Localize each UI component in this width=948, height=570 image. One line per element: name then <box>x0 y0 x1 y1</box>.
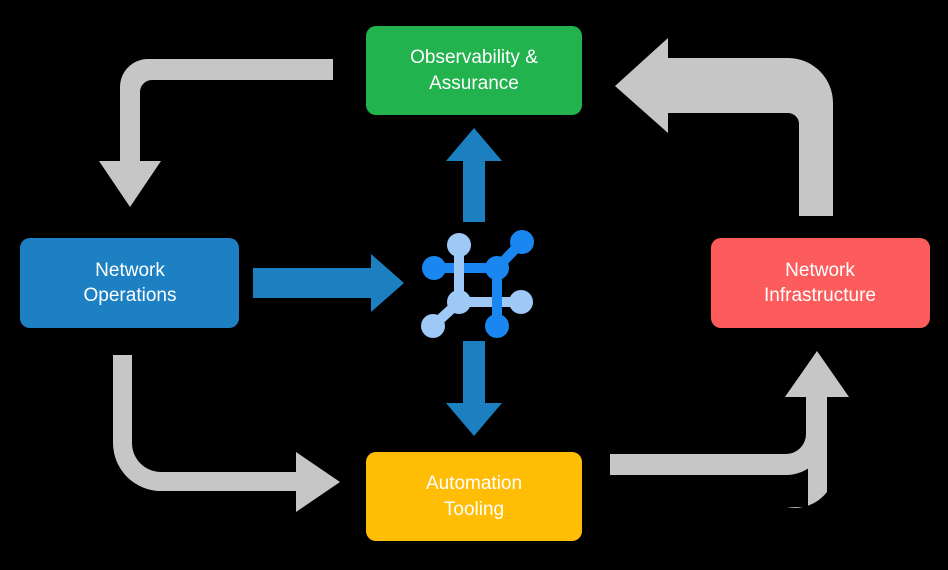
node-observability-assurance[interactable]: Observability & Assurance <box>366 26 582 115</box>
node-network-infrastructure-rect[interactable] <box>711 238 930 328</box>
node-observability-rect[interactable] <box>366 26 582 115</box>
arrow-infrastructure-to-observability <box>615 38 833 216</box>
arrow-operations-to-center <box>253 254 404 312</box>
node-network-infrastructure-label-line2: Infrastructure <box>764 285 876 306</box>
node-network-infrastructure[interactable]: Network Infrastructure <box>711 238 930 328</box>
node-observability-label-line1: Observability & <box>410 47 538 68</box>
node-observability-label-line2: Assurance <box>429 73 519 94</box>
node-network-operations-rect[interactable] <box>20 238 239 328</box>
node-automation-tooling-rect[interactable] <box>366 452 582 541</box>
arrow-operations-to-automation <box>113 355 340 512</box>
node-automation-tooling[interactable]: Automation Tooling <box>366 452 582 541</box>
node-network-operations-label-line1: Network <box>95 260 165 281</box>
arrow-automation-to-infrastructure-shape <box>610 351 849 507</box>
node-network-infrastructure-label-line1: Network <box>785 260 855 281</box>
arrow-observability-to-operations <box>99 59 333 207</box>
node-network-operations-label-line2: Operations <box>84 285 177 306</box>
arrow-center-to-automation <box>446 341 502 436</box>
network-topology-icon <box>421 230 534 338</box>
node-network-operations[interactable]: Network Operations <box>20 238 239 328</box>
node-automation-tooling-label-line2: Tooling <box>444 499 504 520</box>
arrow-center-to-observability <box>446 128 502 222</box>
node-automation-tooling-label-line1: Automation <box>426 473 522 494</box>
